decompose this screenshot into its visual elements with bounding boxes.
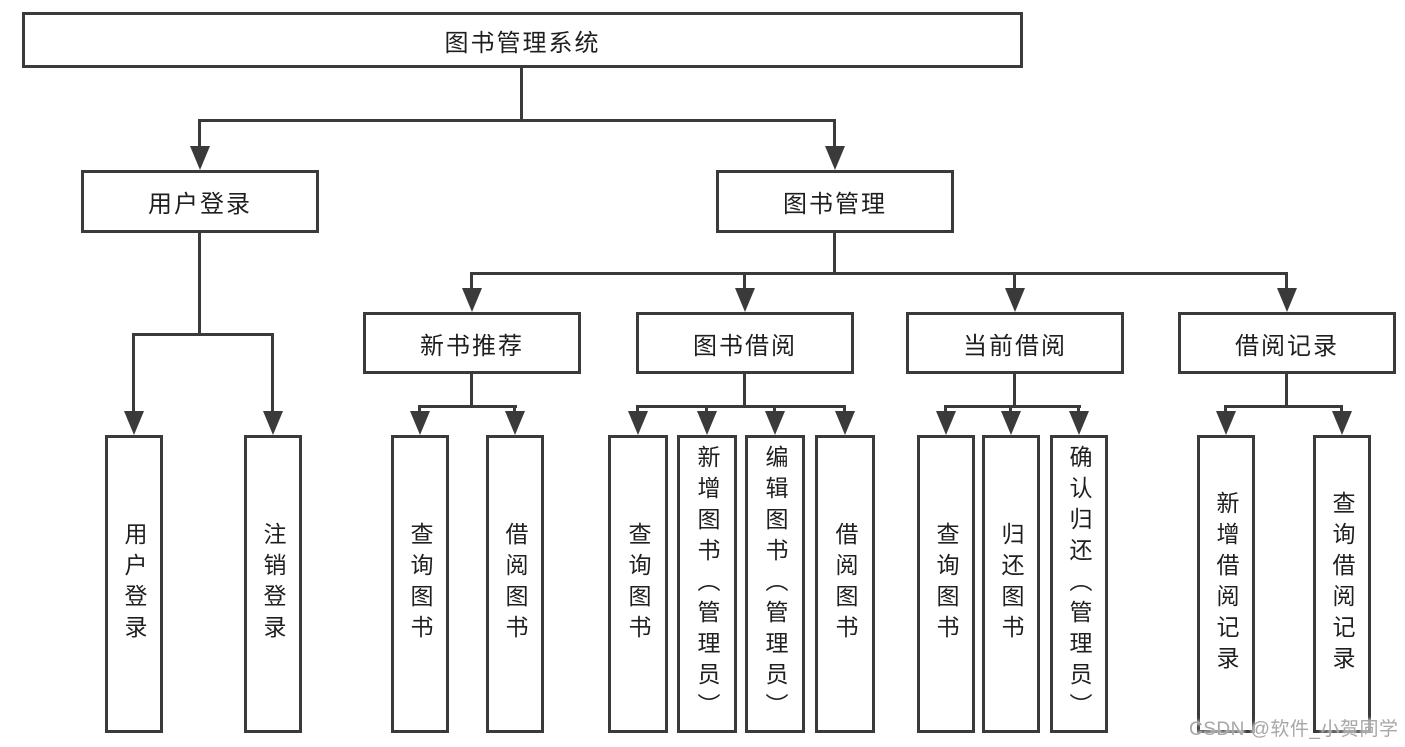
arrowhead-down bbox=[835, 411, 855, 435]
node-label: 借阅图书 bbox=[502, 522, 528, 646]
node-label: 查询图书 bbox=[407, 522, 433, 646]
arrowhead-down bbox=[263, 411, 283, 435]
node-label: 归还图书 bbox=[998, 522, 1024, 646]
connector-segment bbox=[1009, 405, 1012, 414]
connector-segment bbox=[470, 272, 473, 290]
leaf-recommend-borrow-books: 借阅图书 bbox=[486, 435, 544, 733]
node-label: 查询图书 bbox=[625, 522, 651, 646]
connector-segment bbox=[470, 272, 1288, 275]
connector-segment bbox=[1013, 272, 1016, 290]
node-label: 注销登录 bbox=[260, 522, 286, 646]
connector-segment bbox=[1224, 405, 1227, 414]
arrowhead-down bbox=[1216, 411, 1236, 435]
leaf-records-query-record: 查询借阅记录 bbox=[1313, 435, 1371, 733]
node-book-management: 图书管理 bbox=[716, 170, 954, 233]
arrowhead-down bbox=[124, 411, 144, 435]
connector-segment bbox=[773, 405, 776, 414]
arrowhead-down bbox=[1277, 288, 1297, 312]
connector-segment bbox=[132, 333, 135, 413]
connector-segment bbox=[1224, 405, 1342, 408]
connector-segment bbox=[271, 333, 274, 413]
node-borrowing-records: 借阅记录 bbox=[1178, 312, 1396, 374]
leaf-current-return-books: 归还图书 bbox=[982, 435, 1040, 733]
node-label: 新增借阅记录 bbox=[1213, 491, 1239, 677]
leaf-recommend-query-books: 查询图书 bbox=[391, 435, 449, 733]
connector-segment bbox=[743, 272, 746, 290]
arrowhead-down bbox=[936, 411, 956, 435]
node-current-borrowing: 当前借阅 bbox=[906, 312, 1124, 374]
leaf-borrowing-query-books: 查询图书 bbox=[608, 435, 668, 733]
node-label: 新书推荐 bbox=[420, 332, 524, 360]
arrowhead-down bbox=[410, 411, 430, 435]
arrowhead-down bbox=[1005, 288, 1025, 312]
connector-segment bbox=[1340, 405, 1343, 414]
node-label: 编辑图书（管理员） bbox=[762, 444, 788, 724]
leaf-borrowing-borrow-books: 借阅图书 bbox=[815, 435, 875, 733]
arrowhead-down bbox=[1332, 411, 1352, 435]
leaf-current-query-books: 查询图书 bbox=[917, 435, 975, 733]
connector-segment bbox=[1285, 374, 1288, 408]
node-label: 查询借阅记录 bbox=[1329, 491, 1355, 677]
arrowhead-down bbox=[1001, 411, 1021, 435]
connector-segment bbox=[198, 119, 201, 149]
connector-segment bbox=[132, 333, 274, 336]
node-label: 确认归还（管理员） bbox=[1066, 444, 1092, 724]
connector-segment bbox=[636, 405, 846, 408]
connector-segment bbox=[833, 233, 836, 275]
node-label: 图书管理系统 bbox=[444, 29, 601, 57]
node-label: 借阅记录 bbox=[1235, 332, 1339, 360]
connector-segment bbox=[705, 405, 708, 414]
connector-segment bbox=[833, 119, 836, 149]
connector-segment bbox=[520, 68, 523, 120]
connector-segment bbox=[743, 374, 746, 408]
connector-segment bbox=[636, 405, 639, 414]
arrowhead-down bbox=[1069, 411, 1089, 435]
connector-segment bbox=[1077, 405, 1080, 414]
node-label: 当前借阅 bbox=[963, 332, 1067, 360]
leaf-borrowing-add-books-admin: 新增图书（管理员） bbox=[677, 435, 737, 733]
arrowhead-down bbox=[505, 411, 525, 435]
arrowhead-down bbox=[462, 288, 482, 312]
leaf-user-login: 用户登录 bbox=[105, 435, 163, 733]
arrowhead-down bbox=[825, 146, 845, 170]
arrowhead-down bbox=[735, 288, 755, 312]
node-label: 用户登录 bbox=[148, 191, 252, 218]
watermark: CSDN @软件_小贺同学 bbox=[1189, 719, 1399, 740]
leaf-records-add-record: 新增借阅记录 bbox=[1197, 435, 1255, 733]
node-label: 用户登录 bbox=[121, 522, 147, 646]
arrowhead-down bbox=[765, 411, 785, 435]
connector-segment bbox=[843, 405, 846, 414]
connector-segment bbox=[198, 119, 836, 122]
node-label: 查询图书 bbox=[933, 522, 959, 646]
connector-segment bbox=[513, 405, 516, 414]
arrowhead-down bbox=[697, 411, 717, 435]
connector-segment bbox=[470, 374, 473, 408]
node-new-book-recommend: 新书推荐 bbox=[363, 312, 581, 374]
arrowhead-down bbox=[190, 146, 210, 170]
leaf-logout-login: 注销登录 bbox=[244, 435, 302, 733]
node-book-borrowing: 图书借阅 bbox=[636, 312, 854, 374]
arrowhead-down bbox=[628, 411, 648, 435]
connector-segment bbox=[944, 405, 1081, 408]
connector-segment bbox=[198, 233, 201, 333]
connector-segment bbox=[418, 405, 517, 408]
connector-segment bbox=[944, 405, 947, 414]
leaf-borrowing-edit-books-admin: 编辑图书（管理员） bbox=[745, 435, 805, 733]
node-label: 借阅图书 bbox=[832, 522, 858, 646]
connector-segment bbox=[1013, 374, 1016, 408]
leaf-current-confirm-return-admin: 确认归还（管理员） bbox=[1050, 435, 1108, 733]
node-label: 新增图书（管理员） bbox=[694, 444, 720, 724]
node-label: 图书借阅 bbox=[693, 332, 797, 360]
connector-segment bbox=[1285, 272, 1288, 290]
node-label: 图书管理 bbox=[783, 191, 887, 218]
connector-segment bbox=[418, 405, 421, 414]
node-user-login-branch: 用户登录 bbox=[81, 170, 319, 233]
node-root: 图书管理系统 bbox=[22, 12, 1023, 68]
